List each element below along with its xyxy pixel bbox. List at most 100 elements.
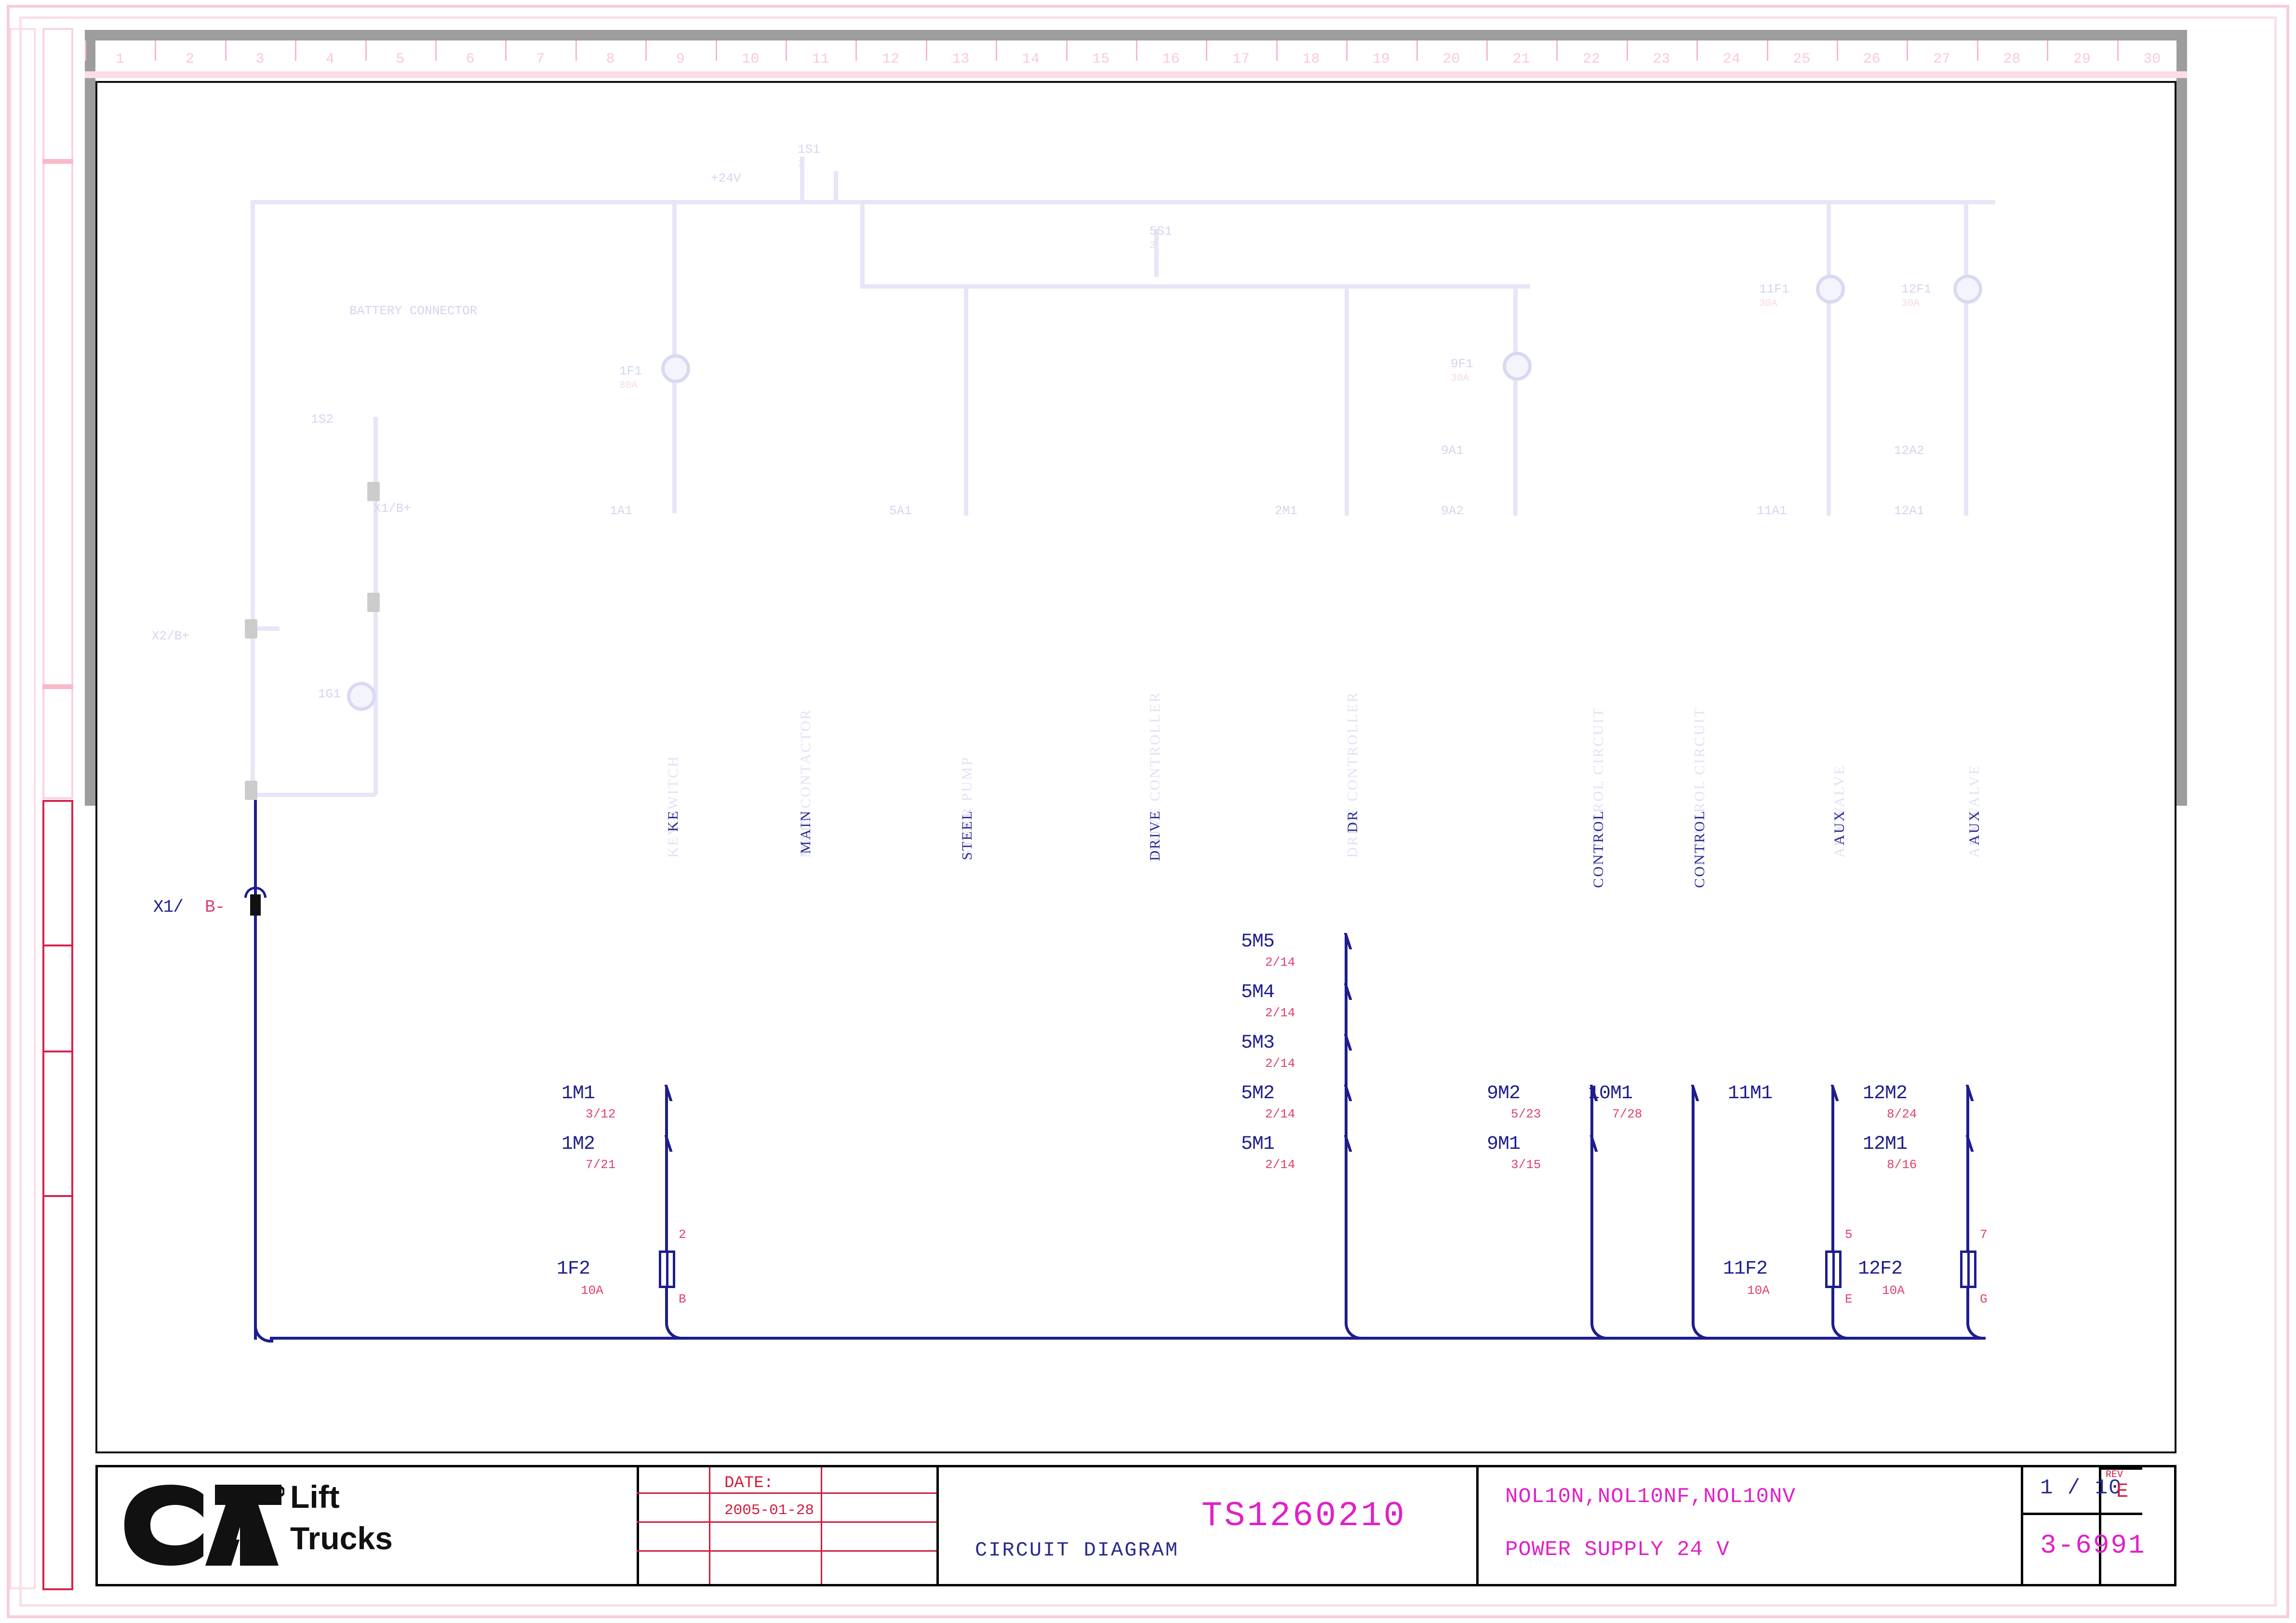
terminal-block-icon [250, 894, 261, 916]
ruler-tick [1626, 40, 1628, 61]
tb-redvline-1 [709, 1467, 710, 1584]
branch-tag-crossref: 8/24 [1887, 1107, 1917, 1121]
ruler-column-number: 11 [812, 51, 829, 67]
ruler-column-number: 12 [882, 51, 900, 67]
branch-drop-wire [1692, 1087, 1695, 1320]
branch-drop-wire [1590, 1087, 1593, 1320]
branch-drop-wire [665, 1087, 668, 1320]
ruler-tick [1276, 40, 1278, 61]
ruler-tick [155, 40, 157, 61]
ruler-column-number: 27 [1933, 51, 1951, 67]
fuse-designation: 12F2 [1858, 1258, 1903, 1280]
model-list: NOL10N,NOL10NF,NOL10NV [1505, 1485, 1796, 1509]
branch-corner [1966, 1320, 1986, 1340]
fuse-rating: 10A [581, 1283, 603, 1298]
cat-wordmark-icon [124, 1485, 285, 1566]
ghost-symbol-1f1 [661, 354, 690, 383]
fuse-designation: 11F2 [1723, 1258, 1768, 1280]
ghost-component-label: X1/B+ [374, 501, 412, 516]
device-caption-3: DRIVE [1147, 810, 1163, 861]
fuse-terminal-bottom: B [679, 1292, 686, 1306]
ruler-column-number: 25 [1793, 51, 1811, 67]
branch-corner [665, 1320, 684, 1340]
terminal-label-bminus: B- [205, 897, 225, 917]
ruler-tick [1486, 40, 1488, 61]
zone-marker-b [42, 684, 73, 689]
branch-tag-name: 11M1 [1728, 1083, 1773, 1104]
ruler-column-number: 14 [1022, 51, 1040, 67]
fuse-symbol [1960, 1251, 1976, 1288]
terminal-stub-upper [254, 863, 257, 887]
ruler-tick [1136, 40, 1137, 61]
ruler-tick [1346, 40, 1348, 61]
ruler-column-number: 16 [1162, 51, 1180, 67]
branch-tag-name: 9M2 [1487, 1083, 1521, 1104]
branch-corner [1692, 1320, 1711, 1340]
ruler-tick [295, 40, 297, 61]
ghost-component-rating: 30A [1901, 298, 1920, 309]
zone-marker-a [42, 159, 73, 164]
branch-tag-name: 5M4 [1241, 982, 1275, 1003]
tb-redline-2 [637, 1521, 936, 1523]
ghost-component-label: 12F1 [1901, 282, 1932, 296]
zone-column-left-3 [10, 28, 36, 1589]
title-block: DATE: 2005-01-28 CIRCUIT DIAGRAM TS12602… [95, 1465, 2176, 1586]
branch-tag-crossref: 2/14 [1265, 1056, 1295, 1071]
ghost-component-label: 11A1 [1757, 504, 1787, 518]
drawing-frame-inner [19, 16, 2277, 1607]
ruler-tick [1696, 40, 1698, 61]
ruler-column-number: 26 [1863, 51, 1881, 67]
ruler-band-left [85, 30, 95, 806]
ruler-column-number: 30 [2143, 51, 2161, 67]
fuse-symbol [1825, 1251, 1842, 1288]
rev-value: E [2116, 1480, 2129, 1503]
branch-drop-wire [1345, 935, 1348, 1320]
ghost-component-rating: 1 [798, 159, 804, 170]
ghost-component-label: 9A2 [1441, 504, 1464, 518]
ruler-tick [1556, 40, 1558, 61]
tb-sep-1 [637, 1467, 639, 1584]
branch-tag-crossref: 8/16 [1887, 1157, 1917, 1172]
ruler-tick [855, 40, 857, 61]
ruler-column-number: 22 [1583, 51, 1601, 67]
ruler-tick [575, 40, 577, 61]
branch-drop-wire [1966, 1087, 1969, 1320]
ghost-component-label: +24V [711, 171, 741, 186]
ghost-component-label: 1F1 [619, 364, 642, 378]
branch-tag-name: 12M1 [1863, 1133, 1908, 1155]
branch-tag-crossref: 2/14 [1265, 1157, 1295, 1172]
ruler-column-number: 3 [255, 51, 265, 67]
device-caption-1: MAIN [798, 810, 814, 854]
ruler-column-number: 1 [115, 51, 124, 67]
branch-tag-crossref: 2/14 [1265, 1006, 1295, 1020]
branch-tag-crossref: 2/14 [1265, 955, 1295, 970]
ruler-tick [1206, 40, 1208, 61]
ghost-component-label: 9A1 [1441, 443, 1464, 458]
ruler-band-top [85, 30, 2187, 40]
ghost-component-rating: 30A [1451, 373, 1469, 384]
ruler-tick [1066, 40, 1068, 61]
device-caption-5: CONTROL [1590, 810, 1606, 888]
fuse-terminal-bottom: G [1980, 1292, 1988, 1306]
branch-tag-name: 12M2 [1863, 1083, 1908, 1104]
ruler-tick [1907, 40, 1909, 61]
ghost-symbol-12f1 [1953, 275, 1982, 304]
device-caption-6: CONTROL [1692, 810, 1708, 888]
ruler-tick [925, 40, 927, 61]
ghost-terminal-2 [367, 593, 380, 612]
ruler-tick [645, 40, 647, 61]
branch-tag-name: 5M1 [1241, 1133, 1275, 1155]
ruler-column-number: 7 [536, 51, 545, 67]
main-negative-feeder [254, 800, 257, 1340]
ruler-column-number: 5 [396, 51, 405, 67]
branch-tag-name: 5M2 [1241, 1083, 1275, 1104]
date-label: DATE: [724, 1474, 774, 1492]
ruler-column-number: 20 [1442, 51, 1460, 67]
ruler-column-number: 9 [676, 51, 685, 67]
branch-tag-name: 10M1 [1588, 1083, 1633, 1104]
ruler-tick [85, 40, 86, 61]
ruler-column-number: 19 [1372, 51, 1390, 67]
fuse-terminal-bottom: E [1845, 1292, 1853, 1306]
zone-column-left-1 [42, 28, 73, 799]
